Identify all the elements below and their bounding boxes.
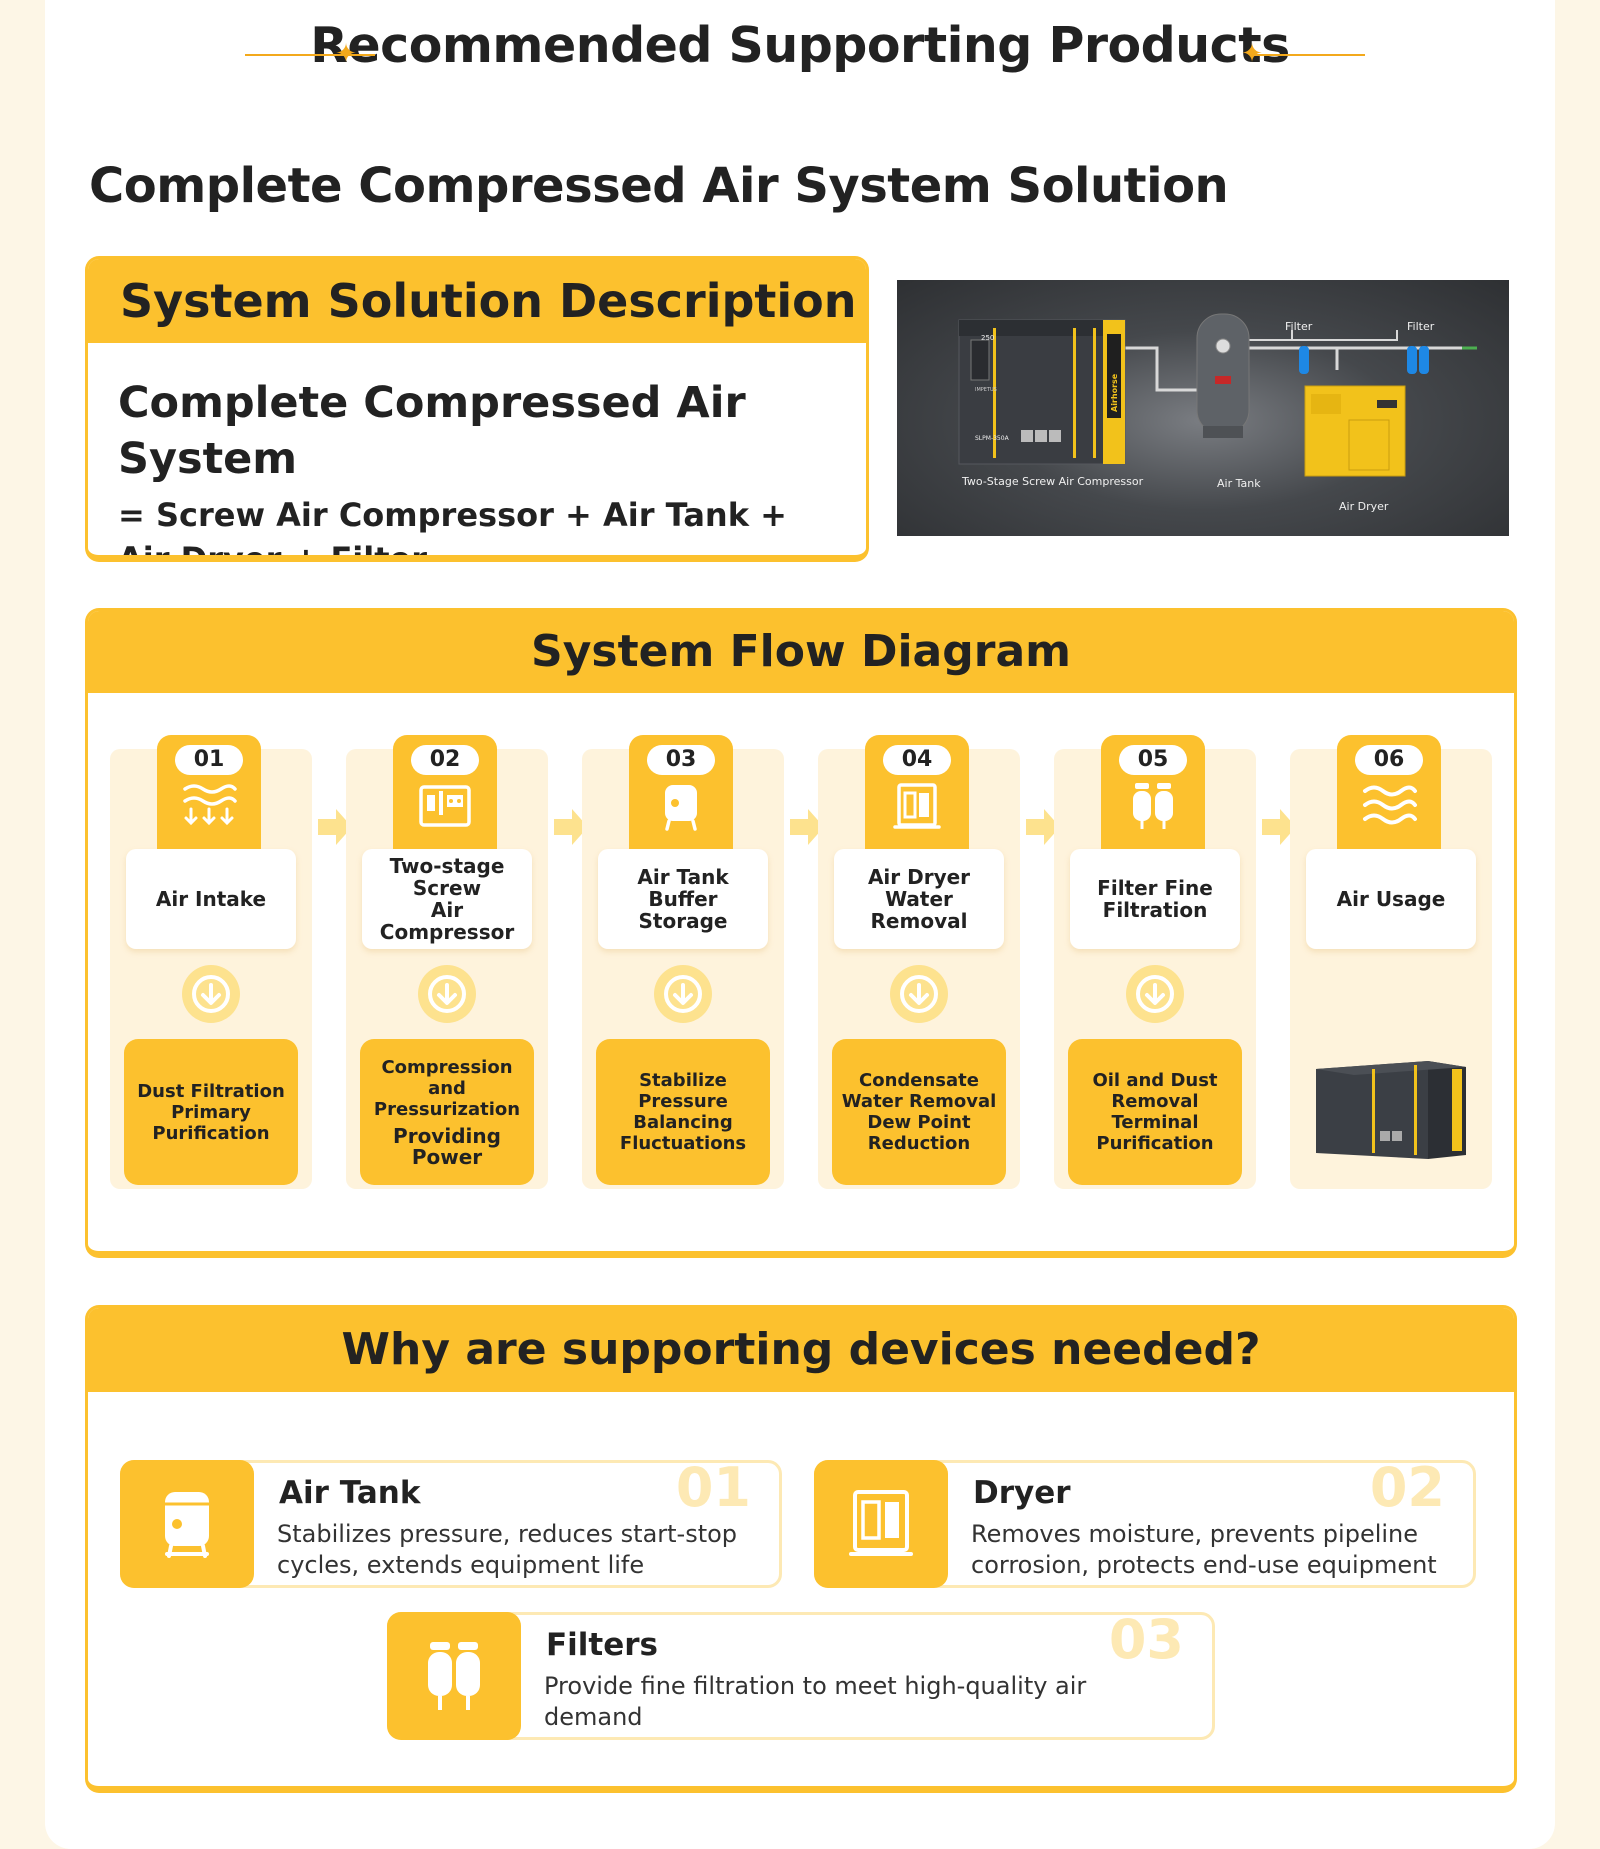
why-item-icon-box <box>120 1460 254 1588</box>
step-number: 02 <box>411 745 479 775</box>
why-item-title: Filters <box>546 1627 659 1663</box>
step-label: Air Dryer Water Removal <box>834 849 1004 949</box>
system-illustration: 250 IMPETUS SLPM-350A Airhorse Two-Stage… <box>958 313 1477 513</box>
why-item-title: Dryer <box>973 1475 1071 1511</box>
step-label: Air Tank Buffer Storage <box>598 849 768 949</box>
step-number: 06 <box>1355 745 1423 775</box>
compressor-product-image <box>1316 1061 1466 1159</box>
step-number: 05 <box>1119 745 1187 775</box>
svg-text:250: 250 <box>981 334 994 342</box>
arrow-right-icon <box>1262 809 1296 845</box>
arrow-right-icon <box>1026 809 1060 845</box>
solution-description-body: Complete Compressed Air System = Screw A… <box>88 343 866 562</box>
why-item-number: 02 <box>1369 1456 1445 1519</box>
why-item-filters: Filters Provide fine filtration to meet … <box>387 1612 1215 1740</box>
arrow-down-icon <box>1126 965 1184 1023</box>
flow-step-2: 02 Two-stage Screw Air Compressor Compre… <box>346 735 548 1189</box>
sparkle-icon: ✦ <box>1241 39 1263 69</box>
why-item-icon-box <box>387 1612 521 1740</box>
step-label: Two-stage Screw Air Compressor <box>362 849 532 949</box>
flow-step-1: 01 Air Intake Dust Filtration Primary Pu… <box>110 735 312 1189</box>
svg-text:Airhorse: Airhorse <box>1110 373 1119 412</box>
why-header: Why are supporting devices needed? <box>88 1308 1514 1392</box>
step-description: Compression and Pressurization Providing… <box>360 1039 534 1185</box>
why-item-text: Removes moisture, prevents pipeline corr… <box>971 1520 1437 1579</box>
arrow-right-icon <box>790 809 824 845</box>
flow-step-5: 05 Filter Fine Filtration Oil and Dust R… <box>1054 735 1256 1189</box>
why-supporting-devices-card: Why are supporting devices needed? Air T… <box>85 1305 1517 1793</box>
main-title: ✦ Recommended Supporting Products ✦ <box>45 10 1555 82</box>
step-label: Filter Fine Filtration <box>1070 849 1240 949</box>
page-title: Recommended Supporting Products <box>310 17 1290 74</box>
arrow-down-icon <box>418 965 476 1023</box>
system-formula: = Screw Air Compressor + Air Tank + Air … <box>118 496 787 562</box>
system-flow-heading: System Flow Diagram <box>531 626 1071 677</box>
air-usage-icon <box>1363 785 1417 825</box>
system-flow-card: System Flow Diagram 01 Air Intake Dust F… <box>85 608 1517 1258</box>
arrow-down-icon <box>654 965 712 1023</box>
arrow-right-icon <box>318 809 352 845</box>
air-tank-icon <box>165 1492 209 1558</box>
system-flow-header: System Flow Diagram <box>88 611 1514 693</box>
why-item-number: 03 <box>1108 1608 1184 1671</box>
solution-description-card: System Solution Description Complete Com… <box>85 256 869 562</box>
solution-description-header: System Solution Description <box>88 259 866 343</box>
step-number: 04 <box>883 745 951 775</box>
compressor-icon <box>419 785 471 827</box>
title-decoration-line-right <box>1255 54 1365 56</box>
why-item-number: 01 <box>675 1456 751 1519</box>
step-badge: 04 <box>865 735 969 849</box>
step-badge: 01 <box>157 735 261 849</box>
label-compressor: Two-Stage Screw Air Compressor <box>961 475 1144 488</box>
arrow-right-icon <box>554 809 588 845</box>
filters-icon <box>428 1642 480 1710</box>
step-badge: 03 <box>629 735 733 849</box>
label-air-tank: Air Tank <box>1217 477 1261 490</box>
flow-step-3: 03 Air Tank Buffer Storage Stabilize Pre… <box>582 735 784 1189</box>
why-item-text: Stabilizes pressure, reduces start-stop … <box>277 1520 738 1579</box>
step-badge: 02 <box>393 735 497 849</box>
filter-icon <box>1133 783 1173 829</box>
system-name: Complete Compressed Air System <box>118 378 746 484</box>
solution-description-heading: System Solution Description <box>120 274 857 328</box>
why-heading: Why are supporting devices needed? <box>341 1324 1261 1375</box>
why-item-dryer: Dryer Removes moisture, prevents pipelin… <box>814 1460 1476 1588</box>
step-label: Air Usage <box>1306 849 1476 949</box>
step-label: Air Intake <box>126 849 296 949</box>
dryer-icon <box>849 1490 913 1556</box>
why-item-air-tank: Air Tank Stabilizes pressure, reduces st… <box>120 1460 782 1588</box>
page: ✦ Recommended Supporting Products ✦ Comp… <box>45 0 1555 1849</box>
section-subtitle: Complete Compressed Air System Solution <box>89 158 1229 214</box>
step-badge: 05 <box>1101 735 1205 849</box>
title-decoration-line-left <box>245 54 375 56</box>
label-filter-2: Filter <box>1407 320 1435 333</box>
step-description: Stabilize Pressure Balancing Fluctuation… <box>596 1039 770 1185</box>
step-description: Dust Filtration Primary Purification <box>124 1039 298 1185</box>
air-tank-icon <box>665 785 697 831</box>
arrow-down-icon <box>182 965 240 1023</box>
air-intake-icon <box>183 784 237 826</box>
label-air-dryer: Air Dryer <box>1339 500 1389 513</box>
step-description: Condensate Water Removal Dew Point Reduc… <box>832 1039 1006 1185</box>
why-item-icon-box <box>814 1460 948 1588</box>
flow-step-4: 04 Air Dryer Water Removal Condensate Wa… <box>818 735 1020 1189</box>
svg-text:IMPETUS: IMPETUS <box>975 387 997 393</box>
why-item-text: Provide fine filtration to meet high-qua… <box>544 1672 1087 1731</box>
arrow-down-icon <box>890 965 948 1023</box>
step-description: Oil and Dust Removal Terminal Purificati… <box>1068 1039 1242 1185</box>
step-number: 03 <box>647 745 715 775</box>
system-product-image: 250 IMPETUS SLPM-350A Airhorse Two-Stage… <box>897 280 1509 536</box>
air-dryer-icon <box>893 783 941 829</box>
sparkle-icon: ✦ <box>335 39 357 69</box>
label-filter-1: Filter <box>1285 320 1313 333</box>
step-badge: 06 <box>1337 735 1441 849</box>
flow-step-6: 06 Air Usage <box>1290 735 1492 1189</box>
step-number: 01 <box>175 745 243 775</box>
why-item-title: Air Tank <box>279 1475 421 1511</box>
svg-text:SLPM-350A: SLPM-350A <box>975 435 1010 442</box>
